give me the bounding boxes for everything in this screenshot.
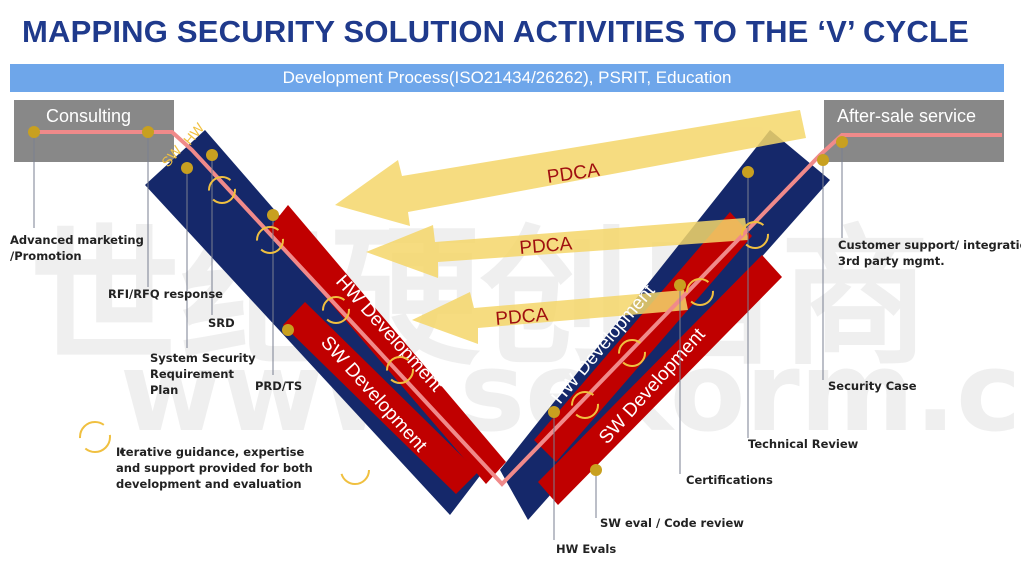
after-sale-box (824, 100, 1004, 162)
consulting-label: Consulting (46, 106, 132, 126)
sw-bar-left (283, 302, 478, 494)
dot-seccase (817, 154, 829, 166)
hw-bar-left (268, 205, 506, 484)
pdca-arrow-2 (366, 218, 748, 278)
cycle-icon-3 (322, 296, 350, 324)
dot-prd (267, 209, 279, 221)
cycle-icon-6 (618, 339, 646, 367)
cycle-icon-8 (741, 221, 769, 249)
pdca-arrow-3 (412, 290, 688, 344)
dot-sweval (590, 464, 602, 476)
cycle-icon-1 (208, 176, 236, 204)
pdca-arrows (335, 110, 806, 344)
pdca-arrow-1 (335, 110, 806, 226)
dot-sw-left (282, 324, 294, 336)
process-banner-text: Development Process(ISO21434/26262), PSR… (282, 68, 732, 87)
cycle-icon-2 (256, 226, 284, 254)
label-srd: SRD (208, 316, 235, 330)
cycle-icon-4 (386, 356, 414, 384)
label-hw-evals: HW Evals (556, 542, 617, 556)
legend-text: Iterative guidance, expertise and suppor… (116, 445, 313, 491)
label-customer-support: Customer support/ integration 3rd party … (838, 238, 1021, 268)
dot-cust (836, 136, 848, 148)
dot-hweval (548, 406, 560, 418)
cycle-icon-legend (79, 421, 111, 453)
v-path-line (34, 130, 1002, 487)
after-sale-label: After-sale service (837, 106, 977, 126)
pdca-label-2: PDCA (519, 233, 574, 259)
dot-cert (674, 279, 686, 291)
label-sysreq: System Security Requirement Plan (150, 351, 256, 397)
label-certifications: Certifications (686, 473, 773, 487)
process-banner: Development Process(ISO21434/26262), PSR… (10, 64, 1004, 92)
sw-bar-right (538, 255, 782, 505)
cycle-icon-half (340, 455, 370, 485)
dot-techrev (742, 166, 754, 178)
dot-consulting (28, 126, 40, 138)
label-security-case: Security Case (828, 379, 917, 393)
dot-hw (206, 149, 218, 161)
label-prd: PRD/TS (255, 379, 303, 393)
label-marketing: Advanced marketing /Promotion (10, 233, 144, 263)
label-technical-review: Technical Review (748, 437, 859, 451)
label-rfi: RFI/RFQ response (108, 287, 223, 301)
label-sw-eval: SW eval / Code review (600, 516, 744, 530)
legend-bullet (120, 450, 124, 454)
slide-title: MAPPING SECURITY SOLUTION ACTIVITIES TO … (22, 14, 970, 49)
cycle-icon-7 (686, 278, 714, 306)
milestone-dots (28, 126, 848, 476)
cycle-icon-5 (571, 391, 599, 419)
pdca-label-3: PDCA (495, 304, 550, 330)
dot-rfi (142, 126, 154, 138)
iteration-icons (79, 176, 769, 485)
leader-lines (33, 132, 843, 540)
dot-sw (181, 162, 193, 174)
